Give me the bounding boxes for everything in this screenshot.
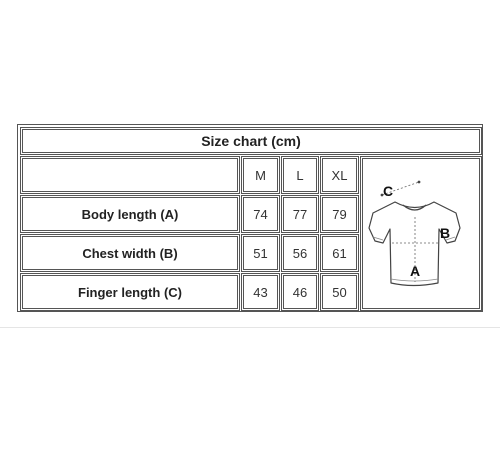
table-cell: 61	[320, 234, 359, 272]
row-label-chest-width: Chest width (B)	[20, 234, 240, 272]
table-cell: 77	[281, 195, 319, 233]
diagram-label-a: A	[410, 263, 421, 279]
table-cell: 56	[281, 234, 319, 272]
table-cell: 74	[241, 195, 280, 233]
table-cell: 51	[241, 234, 280, 272]
table-title: Size chart (cm)	[20, 127, 482, 155]
tshirt-icon	[368, 180, 461, 287]
tshirt-diagram-cell	[360, 156, 482, 311]
row-label-finger-length: Finger length (C)	[20, 273, 240, 311]
size-chart-table: Size chart (cm) M L XL Body length (A) 7…	[17, 124, 483, 312]
size-header-m: M	[241, 156, 280, 194]
size-header-xl: XL	[320, 156, 359, 194]
page-divider	[0, 327, 500, 328]
table-cell: 46	[281, 273, 319, 311]
header-empty-cell	[20, 156, 240, 194]
diagram-label-b: B	[440, 225, 451, 241]
table-cell: 79	[320, 195, 359, 233]
size-header-l: L	[281, 156, 319, 194]
row-label-body-length: Body length (A)	[20, 195, 240, 233]
table-cell: 50	[320, 273, 359, 311]
diagram-label-c: C	[383, 183, 394, 199]
table-cell: 43	[241, 273, 280, 311]
